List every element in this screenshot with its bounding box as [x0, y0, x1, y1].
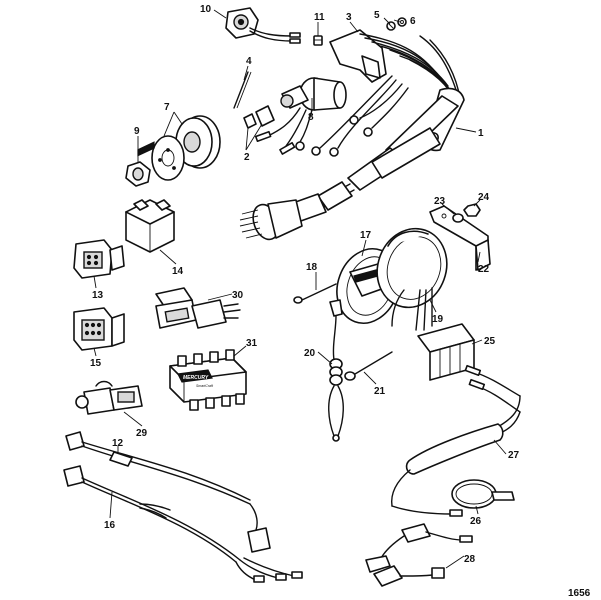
part-18-screw — [293, 283, 337, 304]
part-20-lanyard — [328, 299, 344, 442]
part-13-connector — [73, 239, 125, 279]
callout-4: 4 — [246, 56, 252, 67]
part-4-pin — [233, 71, 252, 109]
part-22-bracket — [429, 205, 491, 271]
part-9-nut — [125, 161, 151, 187]
callout-10: 10 — [200, 4, 212, 15]
part-11-nut — [313, 35, 323, 46]
callout-18: 18 — [306, 262, 318, 273]
callout-14: 14 — [172, 266, 184, 277]
part-26-cable-tie — [451, 479, 515, 509]
part-24-nut — [463, 203, 481, 217]
part-29-connector — [75, 380, 143, 415]
callout-5: 5 — [374, 10, 380, 21]
part-15-connector — [73, 307, 125, 351]
leader-lines — [93, 9, 507, 569]
callout-17: 17 — [360, 230, 372, 241]
part-25-plate — [417, 323, 475, 381]
callout-21: 21 — [374, 386, 386, 397]
callout-7: 7 — [164, 102, 170, 113]
callout-26: 26 — [470, 516, 482, 527]
part-7-bezel — [151, 115, 221, 181]
callout-15: 15 — [90, 358, 102, 369]
part-16-harness — [63, 465, 303, 583]
callout-11: 11 — [314, 12, 325, 23]
part-12-harness — [65, 431, 271, 553]
callout-13: 13 — [92, 290, 104, 301]
part-19-gauge-housing — [376, 227, 448, 331]
callout-6: 6 — [410, 16, 416, 27]
callout-19: 19 — [432, 314, 444, 325]
part-8-ignition-switch — [254, 77, 347, 155]
callout-30: 30 — [232, 290, 244, 301]
callout-1: 1 — [478, 128, 484, 139]
part-28-clip-leads — [365, 523, 473, 587]
callout-22: 22 — [478, 264, 490, 275]
part-6-washer — [397, 17, 407, 27]
callout-29: 29 — [136, 428, 148, 439]
callout-3: 3 — [346, 12, 352, 23]
callout-12: 12 — [112, 438, 124, 449]
callout-9: 9 — [134, 126, 140, 137]
part-23-washer — [452, 213, 464, 223]
callout-25: 25 — [484, 336, 496, 347]
callout-20: 20 — [304, 348, 316, 359]
callout-31: 31 — [246, 338, 258, 349]
part-10-switch — [225, 7, 301, 44]
part-14-connector — [125, 141, 175, 253]
figure-number: 1656 — [568, 588, 591, 599]
callout-16: 16 — [104, 520, 116, 531]
callout-27: 27 — [508, 450, 520, 461]
callout-8: 8 — [308, 112, 314, 123]
part-21-screw — [344, 351, 393, 381]
logo-product: SmartCraft — [196, 384, 214, 388]
logo-brand: MERCURY — [183, 375, 209, 381]
part-5-screw — [386, 21, 396, 31]
part-27-harness — [391, 364, 521, 517]
callout-28: 28 — [464, 554, 476, 565]
part-31-junction-box: MERCURY SmartCraft — [169, 349, 247, 411]
part-1-harness — [239, 33, 465, 241]
part-3-bracket — [329, 29, 387, 83]
part-2-clips — [243, 105, 275, 129]
callout-23: 23 — [434, 196, 446, 207]
callout-24: 24 — [478, 192, 490, 203]
callouts: 10 11 3 5 6 4 7 8 2 9 1 14 13 15 30 31 2… — [90, 4, 520, 565]
part-30-connector — [155, 287, 241, 329]
callout-2: 2 — [244, 152, 250, 163]
